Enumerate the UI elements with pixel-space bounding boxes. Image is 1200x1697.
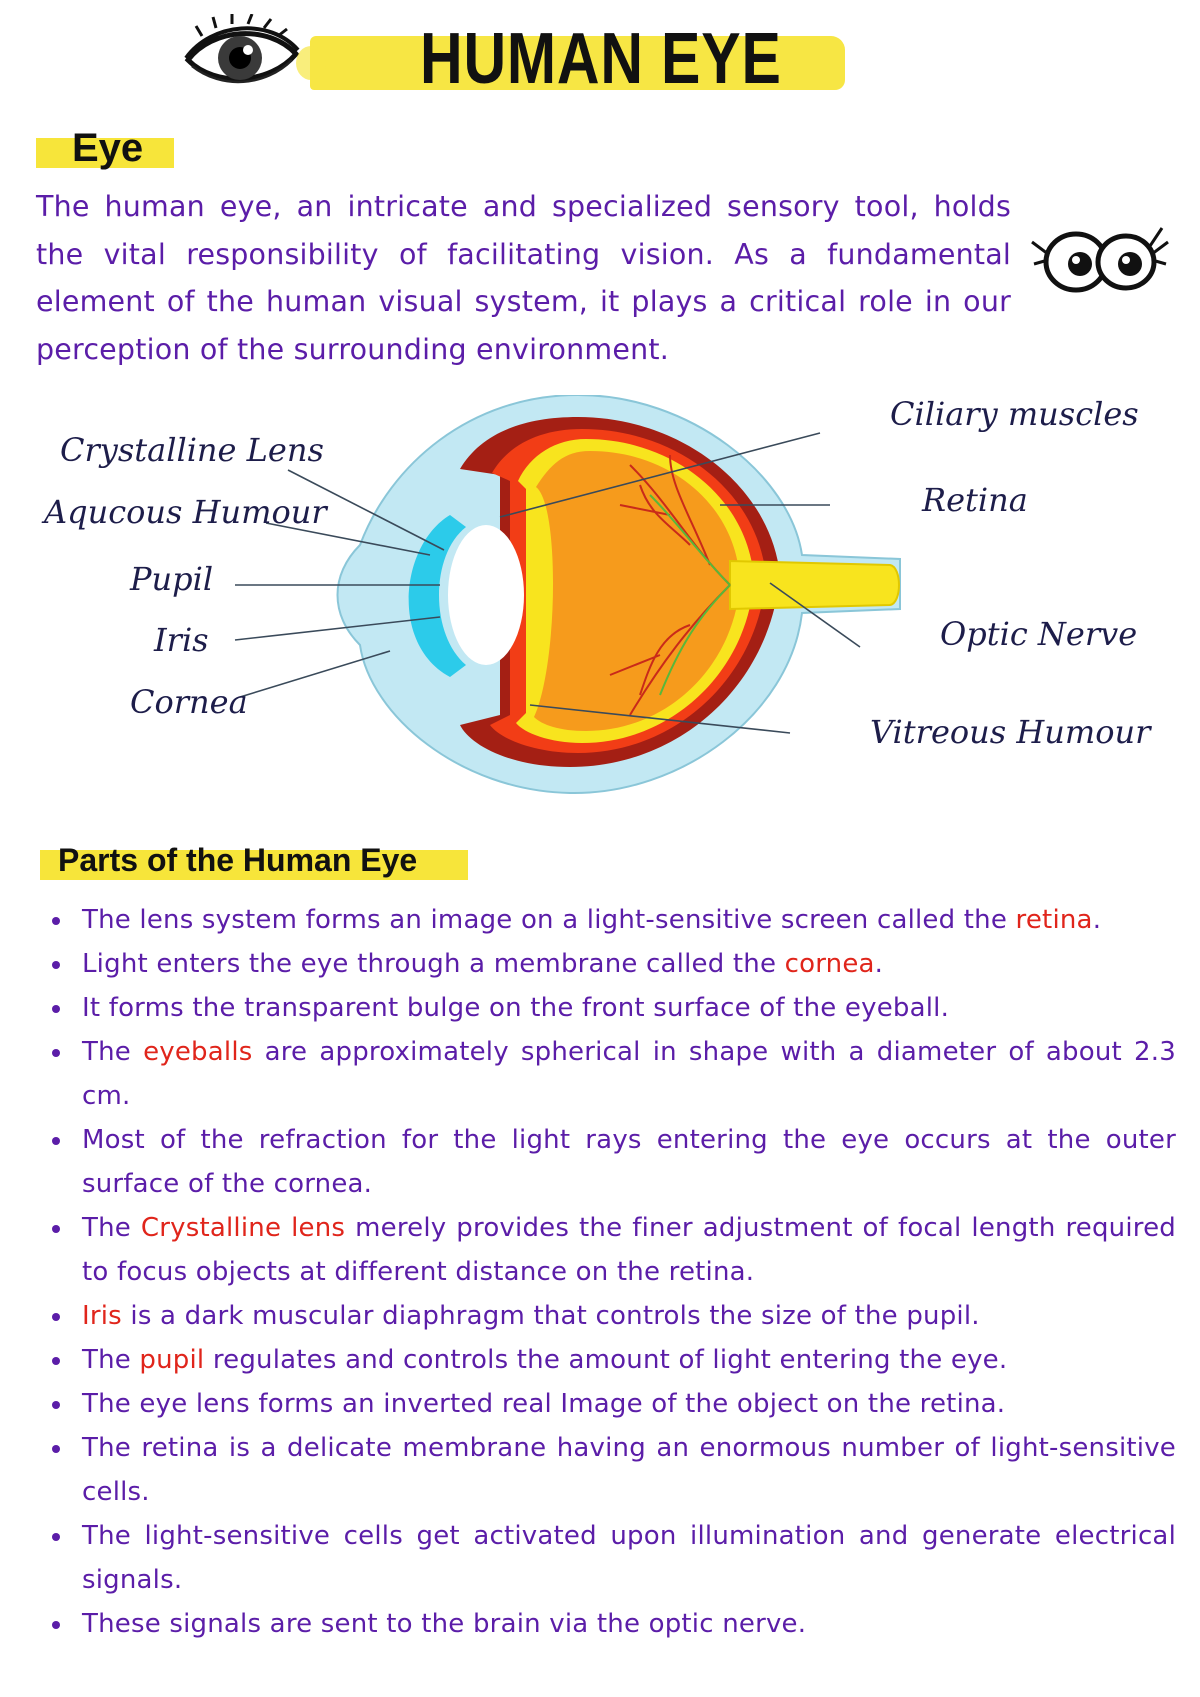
label-aqueous-humour: Aqucous Humour	[44, 493, 327, 531]
list-item: It forms the transparent bulge on the fr…	[46, 986, 1176, 1030]
eye-anatomy-diagram: Crystalline Lens Aqucous Humour Pupil Ir…	[30, 393, 1180, 855]
label-optic-nerve: Optic Nerve	[940, 615, 1138, 653]
intro-paragraph: The human eye, an intricate and speciali…	[36, 190, 1011, 366]
eye-heading-highlight	[36, 138, 174, 168]
eye-cross-section	[234, 393, 901, 795]
list-item: The light-sensitive cells get activated …	[46, 1514, 1176, 1602]
label-cornea: Cornea	[130, 683, 248, 721]
list-item: The retina is a delicate membrane having…	[46, 1426, 1176, 1514]
list-item: Iris is a dark muscular diaphragm that c…	[46, 1294, 1176, 1338]
list-item: The lens system forms an image on a ligh…	[46, 898, 1176, 942]
list-item: The Crystalline lens merely provides the…	[46, 1206, 1176, 1294]
list-item: The eye lens forms an inverted real Imag…	[46, 1382, 1176, 1426]
parts-heading: Parts of the Human Eye	[58, 842, 418, 878]
blood-vessels	[609, 454, 731, 716]
parts-heading-highlight	[40, 850, 468, 880]
parts-bullet-list: The lens system forms an image on a ligh…	[46, 898, 1176, 1646]
list-item: The eyeballs are approximately spherical…	[46, 1030, 1176, 1118]
list-item: The pupil regulates and controls the amo…	[46, 1338, 1176, 1382]
list-item: Light enters the eye through a membrane …	[46, 942, 1176, 986]
page-title: HUMAN EYE	[420, 19, 782, 99]
label-ciliary-muscles: Ciliary muscles	[890, 395, 1139, 433]
title-highlight	[296, 36, 845, 90]
label-vitreous-humour: Vitreous Humour	[870, 713, 1151, 751]
label-crystalline-lens: Crystalline Lens	[60, 431, 324, 469]
list-item: These signals are sent to the brain via …	[46, 1602, 1176, 1646]
vessels-green	[649, 494, 731, 696]
list-item: Most of the refraction for the light ray…	[46, 1118, 1176, 1206]
eye-heading: Eye	[72, 126, 144, 170]
label-pupil: Pupil	[130, 560, 214, 598]
label-leader-lines	[234, 432, 861, 734]
cartoon-eyes-icon	[1031, 227, 1169, 293]
eye-sketch-icon	[184, 14, 300, 84]
label-iris: Iris	[154, 621, 209, 659]
label-retina: Retina	[922, 481, 1028, 519]
